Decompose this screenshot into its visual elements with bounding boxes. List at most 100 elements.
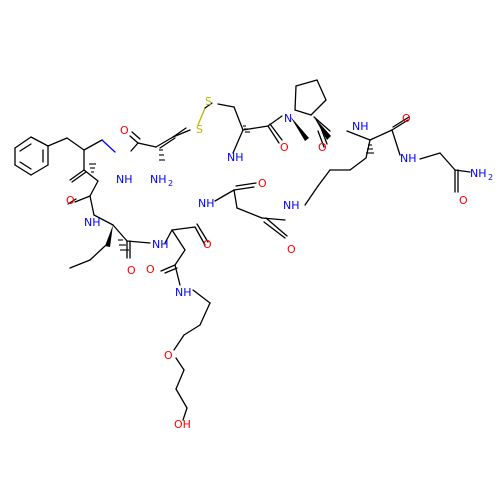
- bond: [14, 136, 32, 149]
- atom-label-carbonyl-o: O: [318, 141, 327, 154]
- atom-label-amide-nh: NH: [400, 152, 417, 165]
- bond: [172, 129, 191, 138]
- atom-label-amide-nh: NH: [84, 216, 101, 229]
- bond: [93, 214, 114, 226]
- bond: [173, 334, 185, 351]
- bond: [192, 289, 211, 304]
- bond: [267, 125, 280, 144]
- hashed-bond: [118, 239, 129, 251]
- atom-label-carbonyl-o: O: [120, 124, 129, 137]
- bond: [233, 106, 244, 131]
- atom-label-s: S: [196, 123, 203, 136]
- bond: [174, 249, 186, 266]
- bond: [392, 116, 410, 128]
- bond: [30, 136, 49, 147]
- bond: [391, 119, 409, 131]
- bond: [126, 240, 151, 244]
- bond: [197, 107, 206, 126]
- bond: [182, 407, 188, 421]
- atom-label-proline-n: N: [284, 112, 292, 125]
- atom-label-carbonyl-o: O: [258, 177, 267, 190]
- atom-label-amide-nh: NH: [116, 173, 133, 186]
- atom-label-s: S: [205, 95, 212, 108]
- atom-label-amide-nh: NH: [175, 286, 192, 299]
- atom-label-amide-nh: NH: [152, 238, 169, 251]
- bond: [233, 186, 255, 191]
- bond: [164, 229, 173, 244]
- bond: [263, 221, 286, 239]
- bond: [391, 129, 401, 156]
- bond: [175, 357, 185, 371]
- atom-label-carbonyl-o: O: [402, 112, 411, 125]
- bond: [89, 195, 95, 216]
- bond: [204, 102, 213, 109]
- stereo-bond-layer: [89, 116, 374, 251]
- atom-label-layer: S S NH 2 NH O N O NH O NH NH 2 O O NH O …: [66, 95, 493, 431]
- bond: [171, 229, 186, 251]
- bond: [69, 169, 85, 181]
- atom-label-carbonyl-o: O: [280, 141, 289, 154]
- bond: [235, 182, 257, 187]
- bond: [101, 139, 116, 153]
- bond: [346, 130, 371, 141]
- bond: [30, 164, 49, 176]
- wedge-bond: [105, 225, 113, 247]
- bond: [196, 223, 209, 243]
- bond: [269, 123, 283, 141]
- bond: [83, 139, 103, 151]
- atom-label-carbonyl-o: O: [459, 194, 468, 207]
- bond: [129, 135, 139, 144]
- bond: [112, 224, 128, 242]
- atom-label-amide-nh: NH: [352, 120, 369, 133]
- atom-label-amine-subscript: 2: [168, 179, 173, 188]
- bond-layer: [14, 79, 471, 421]
- bond: [160, 264, 176, 272]
- atom-label-carbonyl-o: O: [146, 263, 155, 276]
- bond: [199, 302, 211, 326]
- bond: [67, 198, 77, 205]
- bond: [454, 169, 471, 173]
- bond: [172, 127, 187, 138]
- bond: [267, 115, 283, 127]
- atom-label-amide-nh: NH: [198, 197, 215, 210]
- bond: [83, 169, 99, 182]
- atom-label-amide-nh: NH: [227, 151, 244, 164]
- bond: [171, 226, 196, 231]
- atom-label-carbonyl-o: O: [203, 238, 212, 251]
- atom-label-amide-nh2-subscript: 2: [488, 173, 493, 182]
- bond: [419, 152, 441, 160]
- bond: [89, 245, 106, 261]
- bond: [265, 217, 288, 237]
- bond: [316, 79, 327, 101]
- bond: [236, 207, 263, 219]
- bond: [19, 143, 32, 152]
- bond: [130, 142, 139, 152]
- bond: [159, 137, 176, 149]
- bond: [317, 169, 331, 187]
- bond: [174, 264, 181, 286]
- bond: [439, 152, 456, 171]
- bond: [155, 136, 174, 148]
- bond: [217, 103, 235, 108]
- atom-label-ether-o: O: [164, 349, 173, 362]
- bond: [183, 324, 201, 336]
- bond: [74, 195, 91, 203]
- bond: [349, 157, 367, 171]
- atom-label-carbonyl-o: O: [127, 264, 136, 277]
- bond: [89, 180, 99, 197]
- bond: [175, 369, 185, 390]
- bond: [369, 129, 393, 141]
- bond: [295, 79, 318, 87]
- bond: [294, 109, 312, 116]
- bond: [137, 142, 157, 148]
- hashed-bond: [89, 163, 96, 173]
- bond: [214, 189, 235, 202]
- bond: [47, 137, 68, 147]
- bond: [66, 137, 85, 151]
- atom-label-carbonyl-o: O: [287, 243, 296, 256]
- bond: [194, 226, 206, 246]
- hashed-bond: [243, 125, 250, 133]
- hashed-bond: [159, 149, 165, 161]
- bond: [233, 189, 238, 209]
